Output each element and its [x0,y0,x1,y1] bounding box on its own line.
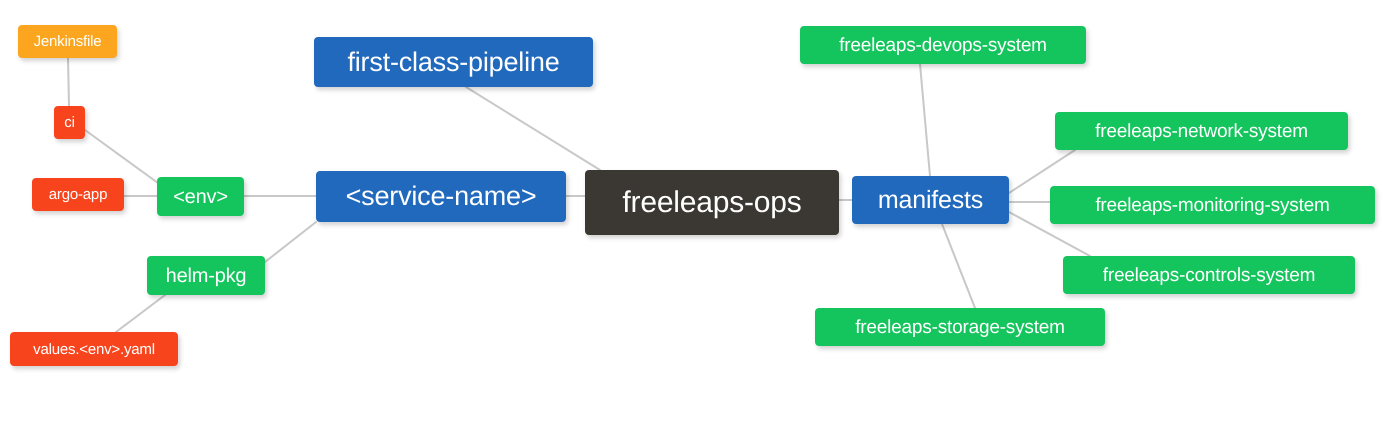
node-first-class-pipeline[interactable]: first-class-pipeline [314,37,593,87]
node-freeleaps-storage-system[interactable]: freeleaps-storage-system [815,308,1105,346]
edge-manifests-to-freeleaps-storage-system [941,223,976,309]
edge-ci-to-env [84,129,159,184]
node-freeleaps-monitoring-system[interactable]: freeleaps-monitoring-system [1050,186,1375,224]
node-freeleaps-controls-system[interactable]: freeleaps-controls-system [1063,256,1355,294]
edge-manifests-to-freeleaps-devops-system [919,63,931,177]
node-freeleaps-network-system[interactable]: freeleaps-network-system [1055,112,1348,150]
node-values-yaml[interactable]: values.<env>.yaml [10,332,178,366]
node-ci[interactable]: ci [54,106,85,139]
edge-jenkinsfile-to-ci [67,57,70,107]
node-argo-app[interactable]: argo-app [32,178,124,211]
node-jenkinsfile[interactable]: Jenkinsfile [18,25,117,58]
node-freeleaps-ops[interactable]: freeleaps-ops [585,170,839,235]
edge-first-class-pipeline-to-freeleaps-ops [465,86,601,171]
node-manifests[interactable]: manifests [852,176,1009,224]
node-helm-pkg[interactable]: helm-pkg [147,256,265,295]
node-service-name[interactable]: <service-name> [316,171,566,222]
node-env[interactable]: <env> [157,177,244,216]
edge-helm-pkg-to-values-yaml [115,294,166,333]
edge-service-name-to-helm-pkg [264,221,317,263]
node-freeleaps-devops-system[interactable]: freeleaps-devops-system [800,26,1086,64]
